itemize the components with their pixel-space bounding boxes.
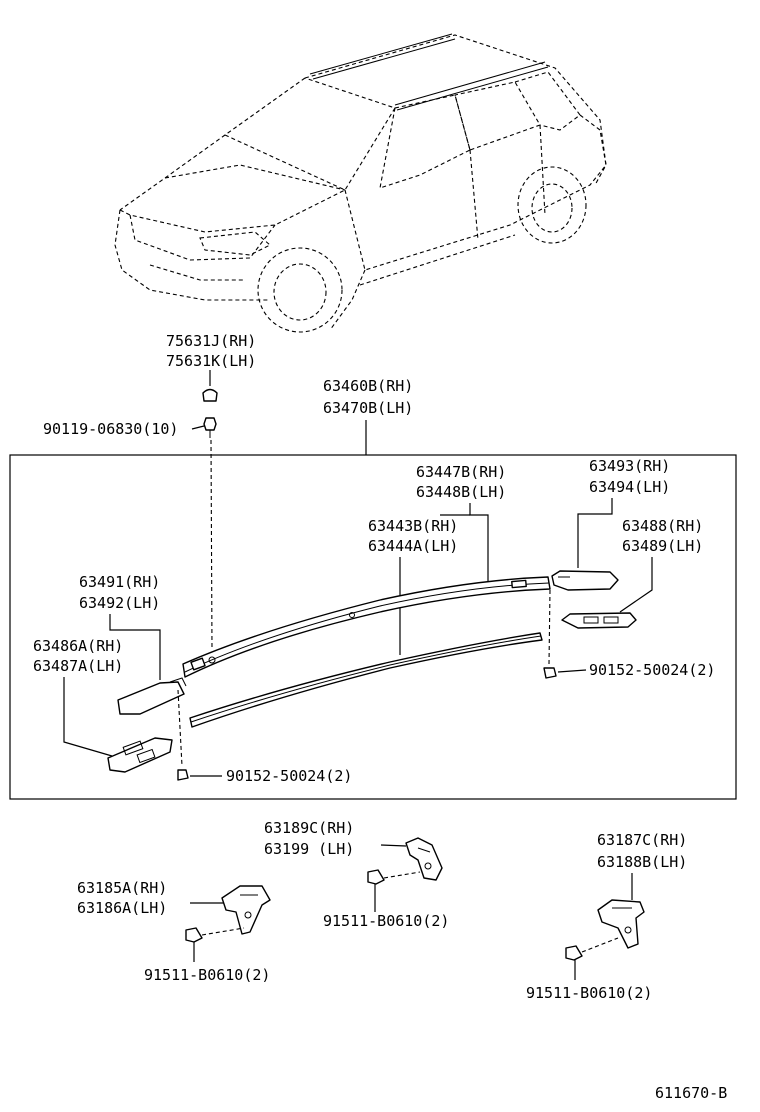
rear-base-lh-label: 63489(LH) bbox=[622, 537, 703, 555]
rail-cover-lh-label: 63444A(LH) bbox=[368, 537, 458, 555]
rear-screw-label: 90152-50024(2) bbox=[589, 661, 715, 679]
bracket-left-bolt-part bbox=[185, 927, 245, 943]
clip-part bbox=[202, 370, 218, 438]
front-base-rh-label: 63486A(RH) bbox=[33, 637, 123, 655]
front-base-part bbox=[107, 737, 173, 773]
front-base-lh-label: 63487A(LH) bbox=[33, 657, 123, 675]
clip-screw-label: 90119-06830(10) bbox=[43, 420, 178, 438]
rail-rh-label: 63447B(RH) bbox=[416, 463, 506, 481]
rail-assy-rh-label: 63460B(RH) bbox=[323, 377, 413, 395]
front-screw-label: 90152-50024(2) bbox=[226, 767, 352, 785]
bracket-mid-bolt-part bbox=[367, 869, 421, 885]
bracket-right-bolt-part bbox=[565, 937, 619, 961]
rear-base-part bbox=[561, 612, 637, 629]
bracket-left-lh-label: 63186A(LH) bbox=[77, 899, 167, 917]
clip-top-rh-label: 75631J(RH) bbox=[166, 332, 256, 350]
clip-top-lh-label: 75631K(LH) bbox=[166, 352, 256, 370]
front-cap-part bbox=[117, 677, 187, 715]
front-screw-part bbox=[177, 769, 189, 781]
bracket-mid-bolt-label: 91511-B0610(2) bbox=[323, 912, 449, 930]
bracket-left-rh-label: 63185A(RH) bbox=[77, 879, 167, 897]
rear-base-rh-label: 63488(RH) bbox=[622, 517, 703, 535]
rear-screw-part bbox=[543, 667, 557, 679]
bracket-right-part bbox=[597, 899, 645, 949]
bracket-mid-rh-label: 63189C(RH) bbox=[264, 819, 354, 837]
car-illustration bbox=[114, 33, 607, 333]
rail-assembly-box bbox=[9, 454, 737, 800]
rail-lh-label: 63448B(LH) bbox=[416, 483, 506, 501]
bracket-mid-part bbox=[405, 837, 443, 881]
bracket-left-bolt-label: 91511-B0610(2) bbox=[144, 966, 270, 984]
bracket-left-part bbox=[221, 885, 271, 935]
rail-cover-part bbox=[189, 632, 543, 728]
rear-cap-part bbox=[551, 570, 619, 591]
front-cap-rh-label: 63491(RH) bbox=[79, 573, 160, 591]
roof-rail-part bbox=[182, 576, 551, 678]
bracket-mid-lh-label: 63199 (LH) bbox=[264, 840, 354, 858]
rear-cap-rh-label: 63493(RH) bbox=[589, 457, 670, 475]
bracket-right-rh-label: 63187C(RH) bbox=[597, 831, 687, 849]
bracket-right-bolt-label: 91511-B0610(2) bbox=[526, 984, 652, 1002]
rail-assy-lh-label: 63470B(LH) bbox=[323, 399, 413, 417]
rail-cover-rh-label: 63443B(RH) bbox=[368, 517, 458, 535]
rear-cap-lh-label: 63494(LH) bbox=[589, 478, 670, 496]
front-cap-lh-label: 63492(LH) bbox=[79, 594, 160, 612]
diagram-code: 611670-B bbox=[655, 1084, 727, 1102]
bracket-right-lh-label: 63188B(LH) bbox=[597, 853, 687, 871]
